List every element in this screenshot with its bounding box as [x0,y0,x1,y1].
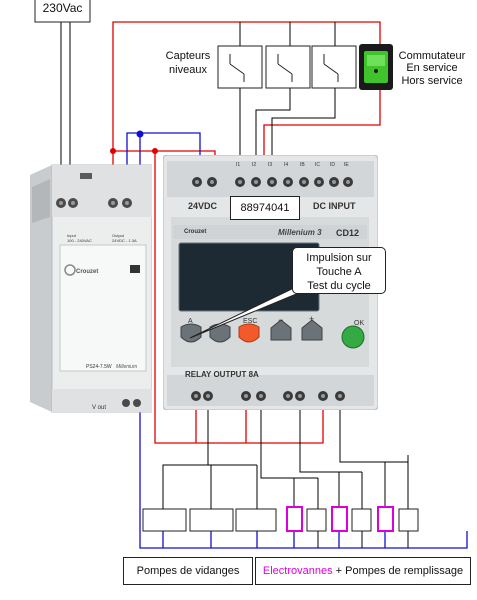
psu-input-label: Input [67,233,76,238]
psu-input-spec: 100 - 240VAC [67,238,92,243]
phase-junction [110,148,116,154]
psu-vout-label: V out [92,405,107,411]
plc-serial: 88974041 [230,196,300,220]
plc-supply-label: 24VDC [188,201,218,211]
plc-input-terminal: I2 [252,162,257,168]
key-a-label: A [188,318,193,325]
power-supply-unit [30,164,152,413]
switch-title-line3: Hors service [401,75,463,87]
solenoid-valve-1 [286,506,303,532]
callout-line1: Impulsion sur [306,252,372,264]
key-esc-label: ESC [243,318,258,325]
service-switch [359,44,393,90]
fill-pump-3 [398,508,419,532]
phase-wires [112,21,381,444]
key-plus-label: + [309,314,315,324]
plc-brand: Crouzet [184,229,207,235]
plc-input-terminal: IE [344,162,349,168]
neutral-junction [136,130,144,138]
sensors-title-line1: Capteurs [165,50,211,62]
phase-junction [152,148,158,154]
fill-pump-1 [306,508,327,532]
solenoid-valve-3 [377,506,394,532]
plc-input-terminal: IC [315,162,320,168]
switch-title-line2: En service [406,62,458,74]
psu-series: Millenium [116,364,138,370]
fill-pump-2 [351,508,372,532]
psu-output-label: Output [112,233,125,238]
supply-label-box [34,0,91,23]
plc-input-terminal: IB [300,162,305,168]
key-minus-label: − [278,315,284,325]
level-sensor-1 [217,45,263,89]
plc-series: Millenium 3 [278,228,322,237]
drain-pumps-label: Pompes de vidanges [123,557,253,585]
callout-line2: Touche A [316,266,362,278]
plc-input-label: DC INPUT [313,201,356,211]
switch-title-line1: Commutateur [398,50,466,62]
level-sensor-2 [265,45,311,89]
drain-pump-2 [189,508,234,532]
psu-model: PS24-7.5W [86,364,112,370]
valves-label: Electrovannes [262,565,333,577]
key-a-callout: Impulsion sur Touche A Test du cycle [292,247,386,294]
fill-circuit-label: Electrovannes + Pompes de remplissage [255,557,471,585]
fill-pumps-label: + Pompes de remplissage [332,565,464,577]
callout-line3: Test du cycle [307,280,371,292]
drain-pump-1 [142,508,187,532]
plc-relay-label: RELAY OUTPUT 8A [185,370,259,379]
plc-model: CD12 [336,228,360,238]
plc-input-terminal: I3 [268,162,273,168]
solenoid-valve-2 [331,506,348,532]
level-sensor-3 [311,45,357,89]
plc-input-terminal: I1 [236,162,241,168]
key-ok-label: OK [354,320,365,327]
plc-input-terminal: I4 [284,162,289,168]
plc-input-terminal: ID [330,162,335,168]
psu-output-spec: 24VDC - 1.3A [112,238,137,243]
sensors-title-line2: niveaux [169,64,207,76]
signal-wires [60,10,409,548]
drain-pump-3 [235,508,277,532]
psu-brand: Crouzet [76,269,99,275]
supply-voltage-label: 230Vac [42,1,83,15]
